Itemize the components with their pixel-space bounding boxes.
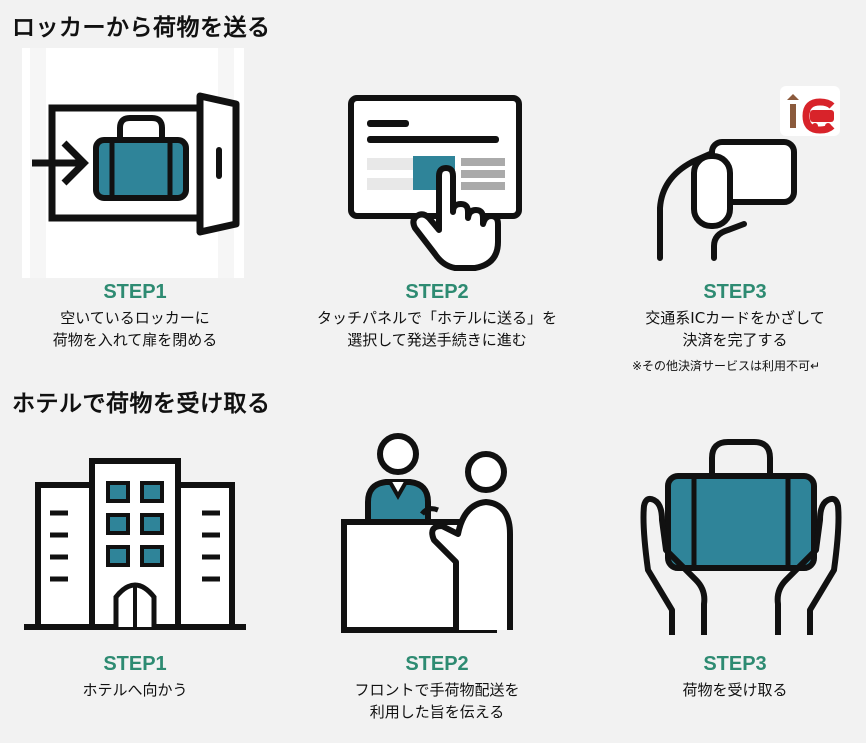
- step1-desc-receive: ホテルへ向かう: [0, 679, 285, 701]
- hands-bag-icon: [636, 430, 846, 640]
- desc-line: ホテルへ向かう: [82, 681, 188, 699]
- ic-logo-icon: [780, 86, 840, 136]
- step2-desc-send: タッチパネルで「ホテルに送る」を 選択して発送手続きに進む: [287, 307, 587, 351]
- desc-line: 荷物を受け取る: [682, 681, 788, 699]
- desc-line: 荷物を入れて扉を閉める: [52, 331, 218, 349]
- hotel-building-icon: [20, 455, 250, 633]
- desc-line: 選択して発送手続きに進む: [347, 331, 527, 349]
- step1-desc-send: 空いているロッカーに 荷物を入れて扉を閉める: [0, 307, 285, 351]
- step2-label-send: STEP2: [405, 281, 469, 303]
- locker-bag-icon: [22, 48, 244, 278]
- step3-label-send: STEP3: [703, 281, 767, 303]
- step3-desc-receive: 荷物を受け取る: [585, 679, 866, 701]
- section-title-receive: ホテルで荷物を受け取る: [12, 391, 271, 417]
- step2-label-receive: STEP2: [405, 653, 469, 675]
- step2-desc-receive: フロントで手荷物配送を 利用した旨を伝える: [287, 679, 587, 723]
- step1-label-send: STEP1: [103, 281, 167, 303]
- touch-panel-icon: [345, 92, 530, 272]
- desc-line: 交通系ICカードをかざして: [645, 309, 825, 327]
- desc-line: 空いているロッカーに: [60, 309, 210, 327]
- ic-card-hand-icon: [652, 138, 802, 268]
- step3-label-receive: STEP3: [703, 653, 767, 675]
- step3-desc-send: 交通系ICカードをかざして 決済を完了する: [585, 307, 866, 351]
- desc-line: 決済を完了する: [682, 331, 788, 349]
- desc-line: 利用した旨を伝える: [369, 703, 505, 721]
- desc-line: タッチパネルで「ホテルに送る」を: [316, 309, 557, 327]
- payment-note: ※その他決済サービスは利用不可↵: [632, 359, 821, 373]
- section-title-send: ロッカーから荷物を送る: [12, 15, 271, 41]
- front-desk-icon: [338, 430, 538, 635]
- step1-label-receive: STEP1: [103, 653, 167, 675]
- desc-line: フロントで手荷物配送を: [354, 681, 520, 699]
